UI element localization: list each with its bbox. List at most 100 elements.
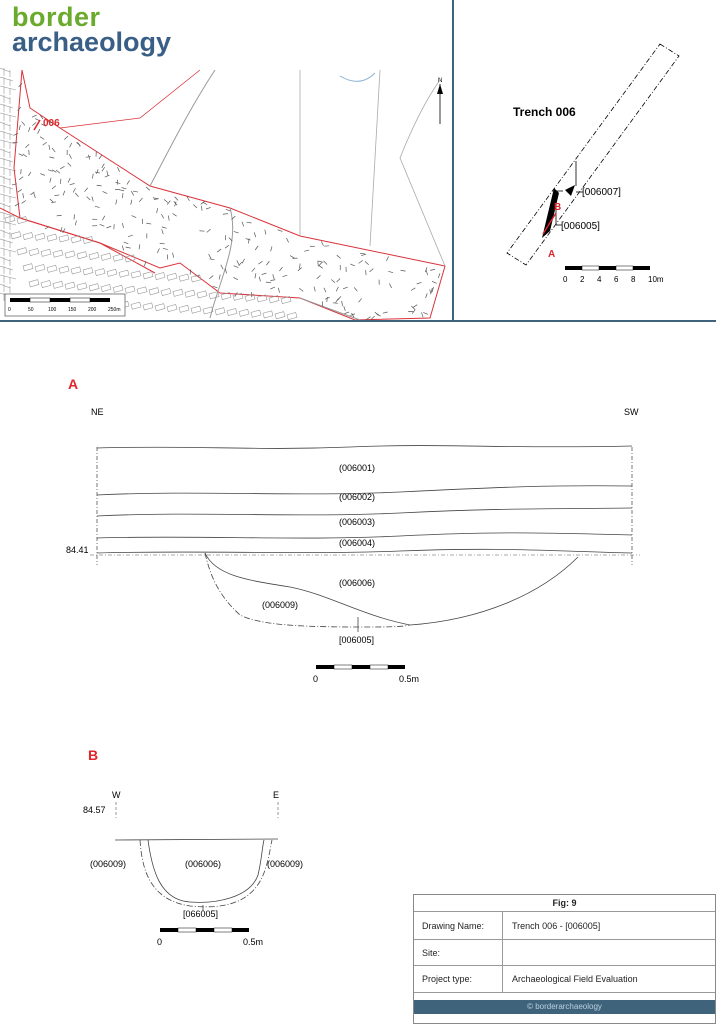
vegetation-hatch [166,254,169,260]
housing-block [262,310,274,319]
section-a-scale-0: 0 [313,674,318,684]
vegetation-hatch [332,302,338,304]
vegetation-hatch [264,229,267,235]
plan-scale-tick: 4 [597,275,602,284]
vegetation-hatch [94,205,100,208]
vegetation-hatch [62,228,66,234]
housing-block [190,274,202,283]
project-type-label: Project type: [422,974,473,984]
vegetation-hatch [343,305,346,311]
section-a-ne: NE [91,407,104,417]
housing-block [166,304,178,312]
vegetation-hatch [279,266,283,272]
housing-block [178,304,190,313]
vegetation-hatch [245,238,251,241]
vegetation-hatch [369,268,374,273]
section-line-plan [542,212,557,235]
vegetation-hatch [172,252,174,258]
vegetation-hatch [102,191,108,194]
vegetation-hatch [14,203,20,207]
vegetation-hatch [430,288,433,294]
vegetation-hatch [286,237,289,243]
layer-a-006006: (006006) [339,578,375,588]
housing-block [280,296,292,304]
layer-a-006002: (006002) [339,492,375,502]
housing-block [0,85,17,95]
vegetation-hatch [411,305,416,310]
housing-block [142,302,154,311]
housing-block [124,285,136,294]
vegetation-hatch [277,229,283,232]
vegetation-hatch [174,196,179,201]
housing-block [112,284,124,293]
housing-block [88,283,100,292]
map-scale-tick: 200 [88,307,97,313]
housing-block [118,269,130,278]
vegetation-hatch [28,126,31,132]
vegetation-hatch [241,258,245,264]
plan-scale-tick: 2 [580,275,585,284]
vegetation-hatch [77,141,81,147]
vegetation-hatch [91,196,94,202]
housing-block [34,232,46,241]
vegetation-hatch [431,280,437,284]
vegetation-hatch [429,289,432,295]
section-a-scale-end: 0.5m [399,674,419,684]
vegetation-hatch [233,231,239,234]
vegetation-hatch [216,248,222,253]
plan-label-a: A [548,249,555,260]
vegetation-hatch [233,265,239,268]
housing-block [16,247,28,256]
vegetation-hatch [258,276,261,282]
trench-marker [33,119,41,131]
vegetation-hatch [51,169,57,173]
vegetation-hatch [161,229,164,235]
vegetation-hatch [49,198,54,203]
vegetation-hatch [56,214,62,217]
housing-block [82,267,94,276]
housing-block [94,268,106,276]
trench-title: Trench 006 [513,105,576,119]
vegetation-hatch [224,268,227,274]
layer-a-006001: (006001) [339,463,375,473]
vegetation-hatch [410,287,416,291]
vegetation-hatch [208,254,212,259]
vegetation-hatch [74,220,77,226]
housing-block [190,305,202,314]
vegetation-hatch [22,153,27,158]
vegetation-hatch [258,260,263,265]
vegetation-hatch [341,300,343,306]
vegetation-hatch [94,171,101,174]
vegetation-hatch [350,263,355,267]
housing-block [106,268,118,277]
vegetation-hatch [389,283,392,289]
housing-block [100,252,112,261]
housing-block [58,265,70,274]
vegetation-hatch [22,193,24,199]
vegetation-hatch [358,298,362,303]
vegetation-hatch [96,169,99,175]
housing-block [22,232,34,240]
housing-block [34,264,46,272]
vegetation-hatch [156,208,159,214]
housing-block [0,121,11,131]
vegetation-hatch [236,260,240,266]
housing-block [0,220,17,230]
housing-block [0,166,17,176]
vegetation-hatch [193,204,198,209]
vegetation-hatch [366,316,371,320]
vegetation-hatch [40,173,45,176]
vegetation-hatch [60,227,63,233]
vegetation-hatch [121,187,127,190]
vegetation-hatch [374,311,379,316]
vegetation-hatch [202,201,208,206]
vegetation-hatch [228,237,233,242]
housing-block [100,284,112,292]
vegetation-hatch [425,293,428,299]
housing-block [0,76,14,86]
vegetation-hatch [54,194,60,196]
map-scale-tick: 250m [108,307,121,313]
vegetation-hatch [18,83,23,88]
